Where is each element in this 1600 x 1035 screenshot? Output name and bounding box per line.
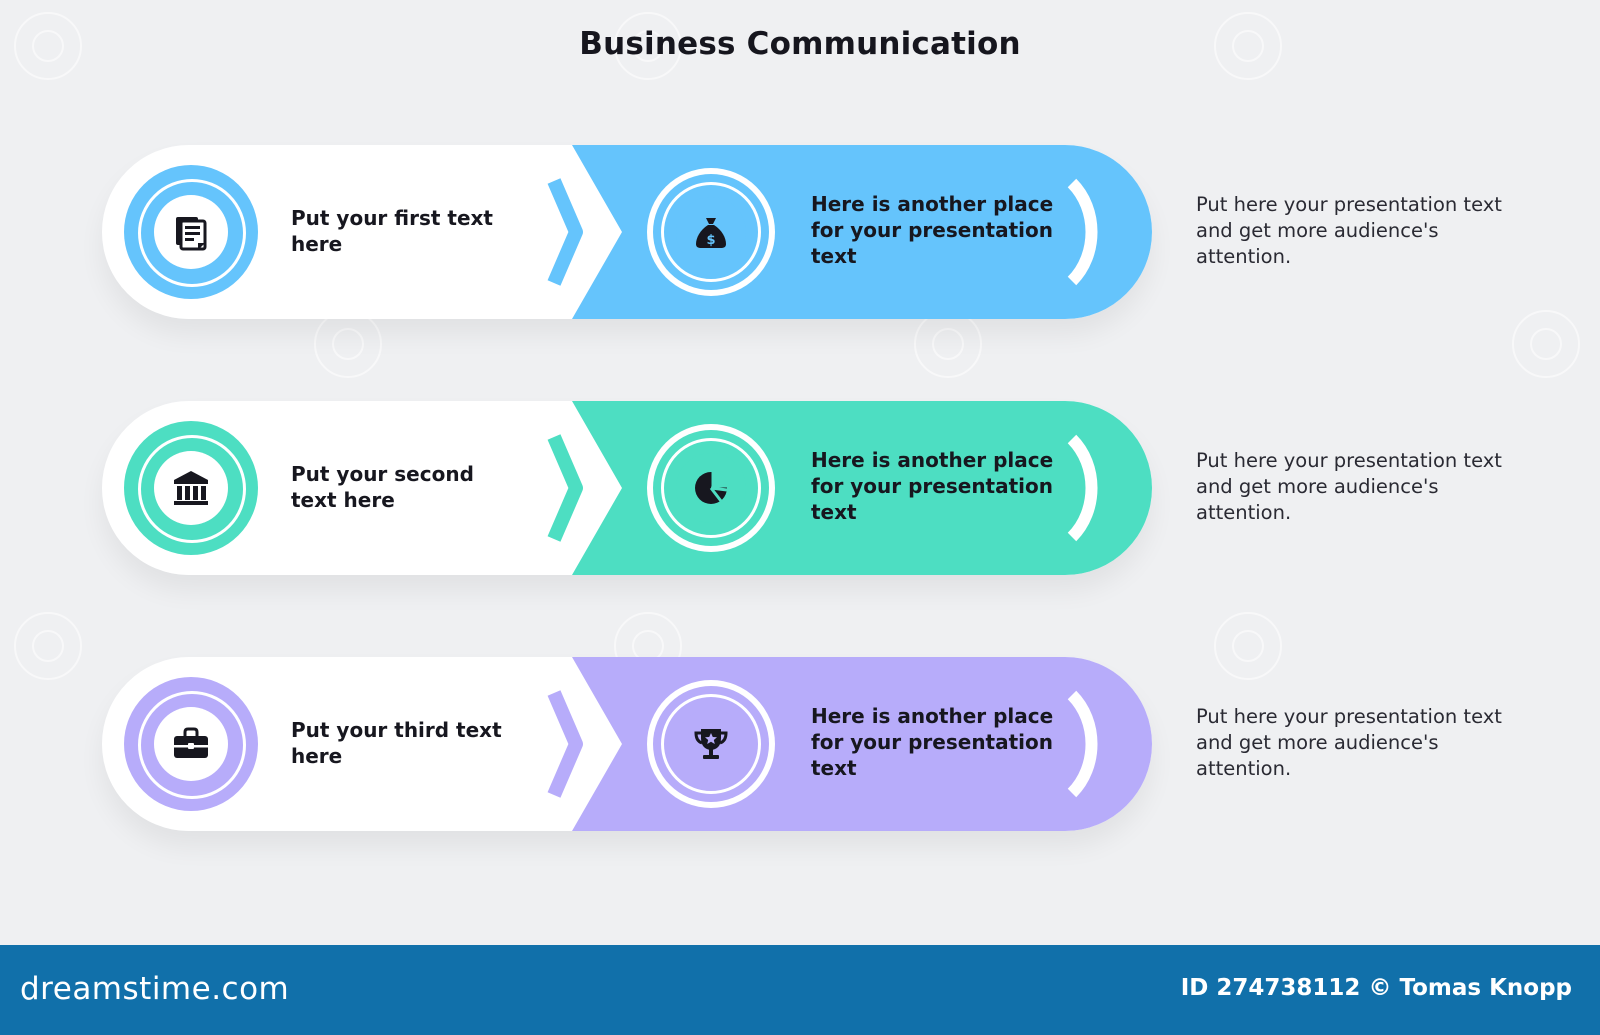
bank-icon bbox=[174, 471, 208, 505]
briefcase-icon bbox=[174, 727, 208, 758]
watermark bbox=[914, 310, 982, 378]
info-pill: Put your second text here Here is anothe… bbox=[102, 401, 1152, 575]
money-bag-icon: $ bbox=[696, 218, 726, 248]
watermark bbox=[14, 612, 82, 680]
center-text: Here is another place for your presentat… bbox=[811, 704, 1054, 780]
right-icon-badge bbox=[647, 680, 775, 808]
watermark bbox=[1214, 612, 1282, 680]
center-text: Here is another place for your presentat… bbox=[811, 448, 1054, 524]
center-text: Here is another place for your presentat… bbox=[811, 192, 1054, 268]
end-bracket-icon bbox=[1067, 178, 1098, 286]
right-icon-badge: $ bbox=[647, 168, 775, 296]
end-bracket-icon bbox=[1067, 434, 1098, 542]
image-credit: ID 274738112 © Tomas Knopp bbox=[1180, 975, 1572, 1001]
end-bracket-icon bbox=[1067, 690, 1098, 798]
row-description: Put here your presentation text and get … bbox=[1196, 449, 1502, 524]
footer-bar: dreamstime.com ID 274738112 © Tomas Knop… bbox=[0, 945, 1600, 1035]
info-row-1: Put your first text here $ Here is anoth… bbox=[102, 145, 1152, 319]
info-row-3: Put your third text here Here is another… bbox=[102, 657, 1152, 831]
row-label: Put your second text here bbox=[291, 462, 474, 512]
dollar-glyph: $ bbox=[706, 233, 715, 248]
info-pill: Put your first text here $ Here is anoth… bbox=[102, 145, 1152, 319]
left-icon-badge bbox=[124, 421, 258, 555]
pie-chart-icon bbox=[695, 470, 729, 504]
row-description: Put here your presentation text and get … bbox=[1196, 193, 1502, 268]
info-pill: Put your third text here Here is another… bbox=[102, 657, 1152, 831]
watermark bbox=[314, 310, 382, 378]
left-icon-badge bbox=[124, 677, 258, 811]
trophy-icon bbox=[694, 729, 728, 759]
right-icon-badge bbox=[647, 424, 775, 552]
brand-logo[interactable]: dreamstime.com bbox=[20, 971, 290, 1007]
row-label: Put your third text here bbox=[291, 718, 502, 768]
page-title: Business Communication bbox=[579, 26, 1021, 62]
document-icon bbox=[176, 217, 207, 251]
row-label: Put your first text here bbox=[291, 206, 493, 256]
watermark bbox=[1512, 310, 1580, 378]
left-icon-badge bbox=[124, 165, 258, 299]
info-row-2: Put your second text here Here is anothe… bbox=[102, 401, 1152, 575]
row-description: Put here your presentation text and get … bbox=[1196, 705, 1502, 780]
